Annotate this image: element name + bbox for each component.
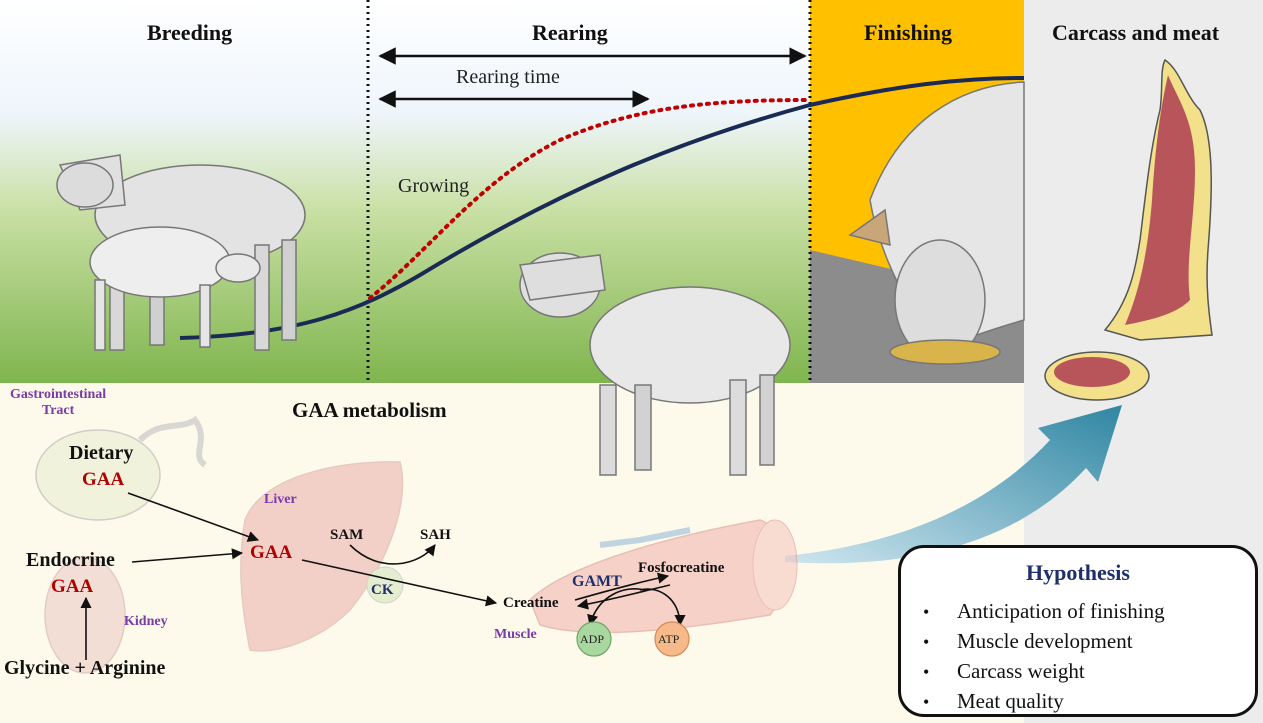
muscle-illustration xyxy=(529,519,798,634)
arrow-fosfocreatine-to-creatine xyxy=(576,584,671,610)
stage-title-carcass: Carcass and meat xyxy=(1052,20,1220,45)
atp-label: ATP xyxy=(658,632,680,646)
arrow-endocrine-to-liver xyxy=(131,548,244,563)
rearing-time-label: Rearing time xyxy=(456,66,560,88)
liver-gaa-label: GAA xyxy=(250,542,293,563)
carcass-illustration xyxy=(1044,58,1213,401)
arrow-creatine-to-fosfocreatine xyxy=(574,572,670,601)
atp-node xyxy=(654,621,690,657)
intestine-illustration xyxy=(35,415,207,521)
arrow-dietary-to-liver xyxy=(127,492,260,542)
arrow-gaa-to-creatine xyxy=(301,559,498,607)
ck-label: CK xyxy=(371,582,394,598)
adp-node xyxy=(576,621,612,657)
fosfocreatine-label: Fosfocreatine xyxy=(638,560,725,576)
arrow-atp-cycle xyxy=(639,588,686,627)
muscle-label: Muscle xyxy=(494,627,537,642)
arrow-adp-cycle xyxy=(587,588,646,627)
stage-title-breeding: Breeding xyxy=(147,20,233,45)
hypothesis-box: Hypothesis Anticipation of finishing Mus… xyxy=(898,545,1258,717)
dietary-label: Dietary xyxy=(69,442,134,464)
sah-label: SAH xyxy=(420,527,451,543)
young-bull-illustration xyxy=(519,252,791,476)
cow-with-calf-illustration xyxy=(56,154,306,351)
endocrine-label: Endocrine xyxy=(26,549,115,571)
metabolism-title: GAA metabolism xyxy=(292,398,447,422)
creatine-label: Creatine xyxy=(503,595,559,611)
outcome-arrow xyxy=(785,405,1122,564)
growing-label: Growing xyxy=(398,175,470,197)
sam-label: SAM xyxy=(330,527,364,543)
stage-title-finishing: Finishing xyxy=(864,20,953,45)
growing-curve xyxy=(368,98,812,300)
hypothesis-item: Muscle development xyxy=(923,626,1165,656)
adp-label: ADP xyxy=(580,632,605,646)
hypothesis-title: Hypothesis xyxy=(1026,560,1130,585)
gi-tract-label: Gastrointestinal Tract xyxy=(10,387,107,419)
kidney-label: Kidney xyxy=(124,614,168,629)
arrow-sam-to-sah xyxy=(349,544,436,565)
gamt-label: GAMT xyxy=(572,573,622,590)
liver-label: Liver xyxy=(264,492,297,507)
hypothesis-item: Meat quality xyxy=(923,686,1165,716)
endocrine-gaa-label: GAA xyxy=(51,576,94,597)
growth-curve xyxy=(179,76,1025,340)
hypothesis-item: Carcass weight xyxy=(923,656,1165,686)
precursors-label: Glycine + Arginine xyxy=(4,657,166,679)
hypothesis-item: Anticipation of finishing xyxy=(923,596,1165,626)
stage-title-rearing: Rearing xyxy=(532,20,608,45)
hypothesis-list: Anticipation of finishing Muscle develop… xyxy=(923,596,1165,716)
kidney-illustration xyxy=(44,556,126,674)
dietary-gaa-label: GAA xyxy=(82,469,125,490)
feeding-bull-illustration xyxy=(848,81,1025,365)
